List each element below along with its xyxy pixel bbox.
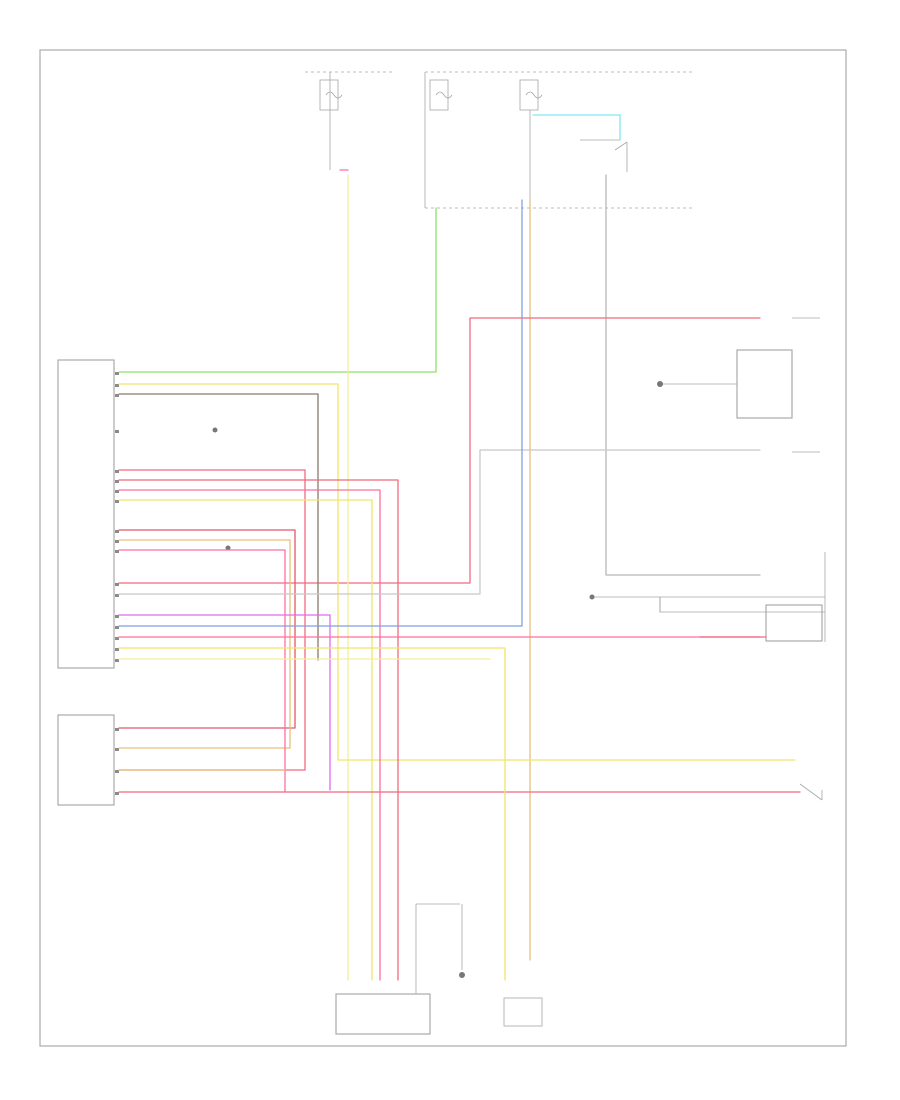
right-module bbox=[657, 317, 820, 453]
bottom-connector-a bbox=[335, 993, 431, 1035]
fuse-icon bbox=[525, 91, 543, 99]
wire-tan-2 bbox=[118, 539, 291, 749]
lower-right-module bbox=[589, 552, 826, 642]
module-pins bbox=[115, 372, 119, 662]
wire-blue bbox=[118, 199, 523, 627]
wire-pink-2 bbox=[118, 489, 381, 981]
fuse-icon bbox=[435, 91, 453, 99]
ground-point bbox=[225, 545, 231, 551]
wire-gray-2 bbox=[118, 449, 761, 595]
wire-red-3 bbox=[118, 479, 399, 981]
switch-icon bbox=[799, 783, 823, 801]
wire-harness bbox=[118, 169, 801, 981]
diagram-border bbox=[39, 49, 847, 1047]
lumbar-module bbox=[57, 714, 119, 806]
ground-point bbox=[212, 427, 218, 433]
main-control-module bbox=[57, 359, 119, 669]
fuse-panel-top-right bbox=[424, 71, 695, 209]
right-switch bbox=[799, 783, 823, 801]
wire-yellow-2 bbox=[118, 499, 373, 981]
bottom-connector-b bbox=[415, 903, 543, 1027]
wire-magenta bbox=[118, 614, 331, 791]
fuse-icon bbox=[325, 91, 343, 99]
wire-pink-3 bbox=[118, 549, 286, 793]
wire-red-4 bbox=[118, 529, 296, 729]
wire-gray bbox=[605, 174, 761, 576]
switch-icon bbox=[614, 141, 628, 172]
fuse-panel-top-left bbox=[305, 71, 395, 170]
wire-red-2 bbox=[118, 469, 306, 771]
wire-yellow-3 bbox=[118, 647, 506, 981]
wire-green bbox=[118, 207, 437, 373]
wire-dark bbox=[118, 393, 319, 661]
wire-yellow-1 bbox=[118, 383, 796, 761]
